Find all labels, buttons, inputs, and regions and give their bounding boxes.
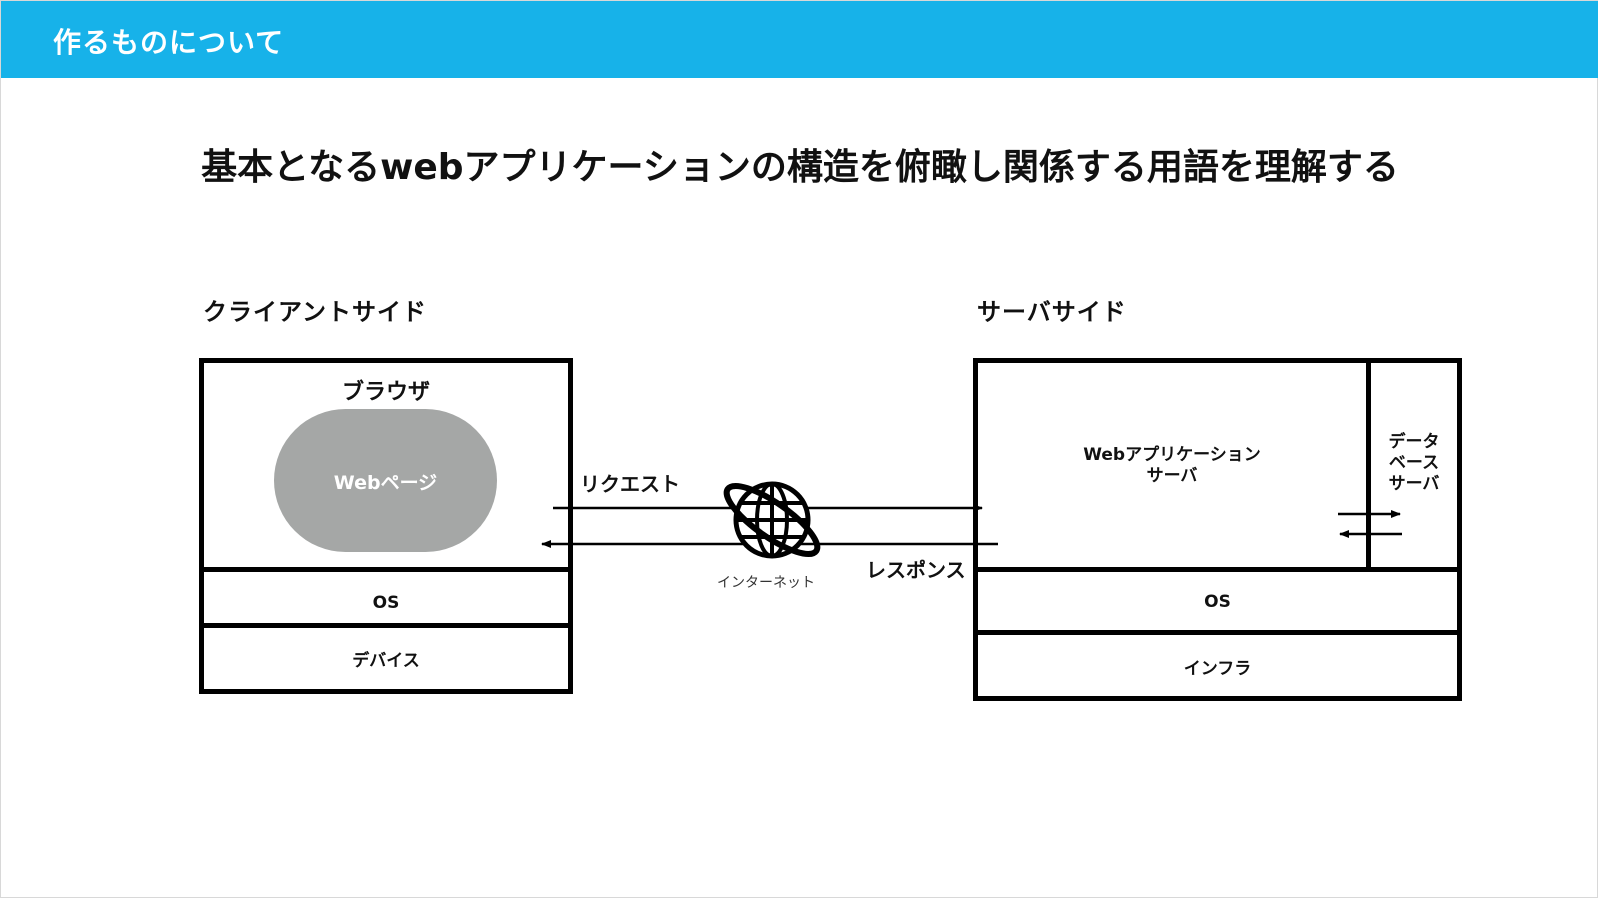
header-title: 作るものについて <box>53 26 285 59</box>
response-label: レスポンス <box>866 558 966 582</box>
device-box <box>199 623 573 694</box>
server-side-label: サーバサイド <box>977 298 1127 326</box>
webpage-oval <box>274 409 497 552</box>
app-server-line-2: サーバ <box>1146 466 1198 486</box>
device-label: デバイス <box>352 651 420 671</box>
db-line-3: サーバ <box>1388 474 1440 494</box>
db-line-2: ベース <box>1388 453 1440 473</box>
client-side-label: クライアントサイド <box>203 298 428 326</box>
slide-headline: 基本となるwebアプリケーションの構造を俯瞰し関係する用語を理解する <box>201 147 1399 188</box>
internet-label: インターネット <box>717 575 815 591</box>
server-os-label: OS <box>1204 592 1231 612</box>
client-os-label: OS <box>372 593 400 613</box>
request-label: リクエスト <box>580 472 680 496</box>
globe-icon <box>723 481 821 559</box>
db-server-box <box>1366 358 1462 572</box>
infra-box <box>973 630 1462 701</box>
app-server-line-1: Webアプリケーション <box>1083 445 1261 465</box>
infra-label: インフラ <box>1183 659 1252 679</box>
app-server-label: Webアプリケーション サーバ <box>973 445 1371 487</box>
webpage-label: Webページ <box>333 472 438 494</box>
db-server-label: データ ベース サーバ <box>1366 432 1462 495</box>
browser-label: ブラウザ <box>341 380 430 405</box>
db-line-1: データ <box>1388 432 1440 452</box>
header-bar: 作るものについて <box>1 1 1598 78</box>
